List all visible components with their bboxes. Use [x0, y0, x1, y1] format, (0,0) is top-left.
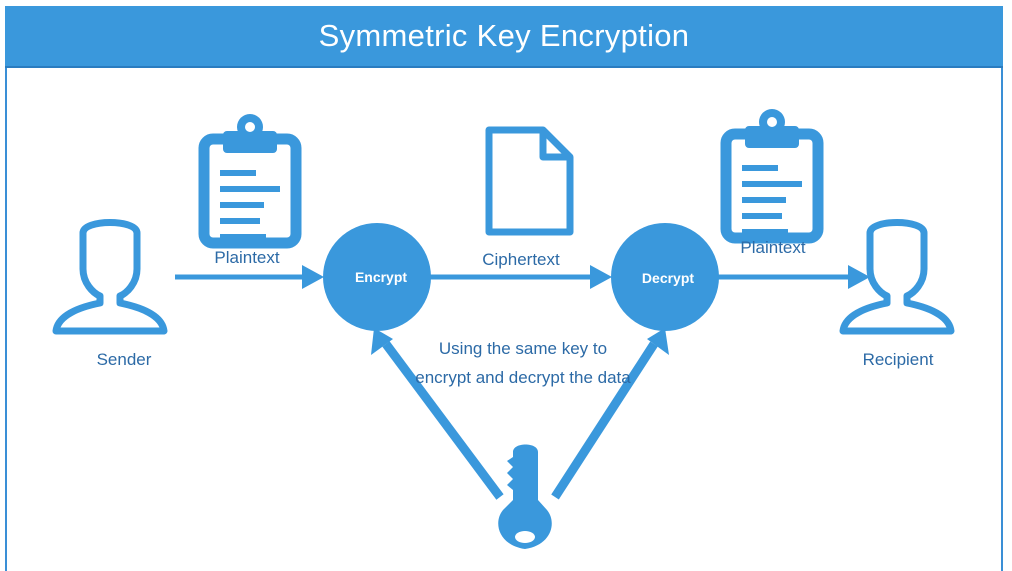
key-note: Using the same key to encrypt and decryp…	[415, 339, 631, 387]
arrow-encrypt-to-decrypt	[430, 265, 612, 289]
plaintext-right-label: Plaintext	[740, 238, 806, 257]
plaintext-left-label: Plaintext	[214, 248, 280, 267]
page-title: Symmetric Key Encryption	[318, 18, 690, 53]
arrow-sender-to-encrypt	[175, 265, 324, 289]
decrypt-label: Decrypt	[641, 270, 695, 286]
arrow-decrypt-to-recipient	[718, 265, 870, 289]
diagram-frame	[5, 6, 1003, 571]
person-icon	[56, 223, 164, 332]
sender-label: Sender	[96, 350, 152, 369]
clipboard-icon	[204, 114, 296, 243]
ciphertext-label: Ciphertext	[482, 250, 560, 269]
document-icon	[485, 126, 574, 236]
encrypt-node	[323, 223, 431, 331]
arrow-key-to-encrypt	[371, 328, 504, 500]
arrow-key-to-decrypt	[551, 328, 669, 500]
key-icon	[498, 444, 552, 549]
clipboard-icon	[726, 109, 818, 238]
recipient-label: Recipient	[862, 350, 934, 369]
encrypt-label: Encrypt	[354, 269, 408, 285]
decrypt-node	[611, 223, 719, 331]
header-bar: Symmetric Key Encryption	[5, 6, 1003, 68]
